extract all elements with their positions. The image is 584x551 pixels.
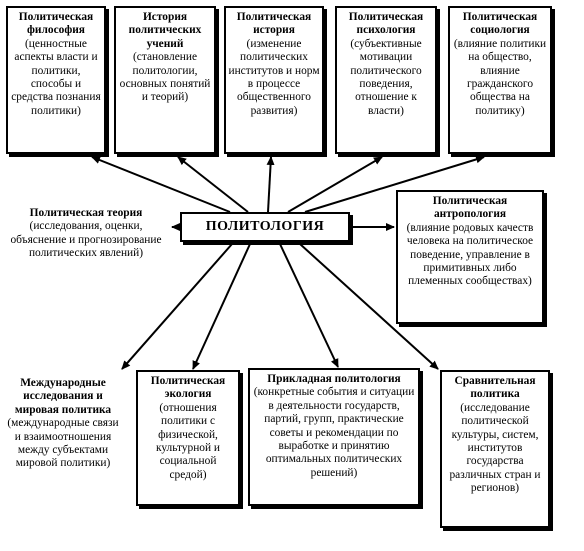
node-description: (конкретные события и ситуации в деятель…	[253, 386, 415, 479]
node-applied-politology: Прикладная политология (конкретные событ…	[248, 368, 420, 506]
node-title: Политическая антропология	[432, 195, 508, 221]
arrow-to-history-teachings	[177, 156, 249, 213]
arrow-to-international	[121, 243, 233, 370]
node-description: (влияние родовых качеств человека на пол…	[406, 221, 534, 288]
arrow-to-comparative	[299, 243, 439, 370]
node-history-political-teachings: История политических учений (становление…	[114, 6, 216, 154]
node-comparative-politics: Сравнительная политика (исследование пол…	[440, 370, 550, 528]
node-political-philosophy: Политическая философия (ценностные аспек…	[6, 6, 106, 154]
node-description: (исследование политической культуры, сис…	[449, 401, 541, 495]
arrow-to-history	[266, 156, 275, 213]
node-title: История политических учений	[128, 11, 202, 50]
node-title: Политическая история	[236, 11, 312, 37]
arrow-to-applied	[279, 243, 339, 368]
arrow-to-psychology	[287, 156, 383, 213]
node-political-theory: Политическая теория (исследования, оценк…	[6, 207, 166, 261]
node-political-psychology: Политическая психология (субъективные мо…	[335, 6, 437, 154]
arrow-to-sociology	[304, 155, 485, 213]
node-title: Политическая философия	[18, 11, 94, 37]
node-description: (отношения политики с физической, культу…	[155, 401, 221, 481]
node-political-sociology: Политическая социология (влияние политик…	[448, 6, 552, 154]
node-description: (изменение политических институтов и нор…	[228, 37, 320, 117]
center-node-politology: ПОЛИТОЛОГИЯ	[180, 212, 350, 242]
node-description: (международные связи и взаимоотношения м…	[7, 417, 119, 470]
node-international-studies: Международные исследования и мировая пол…	[4, 377, 122, 471]
node-description: (ценностные аспекты власти и политики, с…	[11, 37, 101, 117]
arrow-to-ecology	[192, 243, 251, 370]
arrow-to-philosophy	[91, 156, 231, 213]
node-title: Политическая психология	[348, 11, 424, 37]
node-description: (субъективные мотивации политического по…	[350, 37, 422, 117]
node-title: Политическая социология	[462, 11, 538, 37]
node-description: (становление политологии, основных понят…	[119, 51, 211, 104]
node-title: Прикладная политология	[267, 373, 401, 385]
node-political-anthropology: Политическая антропология (влияние родов…	[396, 190, 544, 324]
node-description: (исследования, оценки, объяснение и прог…	[10, 220, 162, 260]
node-title: Политическая экология	[150, 375, 226, 401]
node-title: Международные исследования и мировая пол…	[14, 377, 112, 416]
node-political-ecology: Политическая экология (отношения политик…	[136, 370, 240, 506]
node-title: Политическая теория	[29, 207, 143, 219]
node-title: Сравнительная политика	[454, 375, 536, 401]
node-political-history: Политическая история (изменение политиче…	[224, 6, 324, 154]
node-description: (влияние политики на общество, влияние г…	[453, 37, 547, 117]
